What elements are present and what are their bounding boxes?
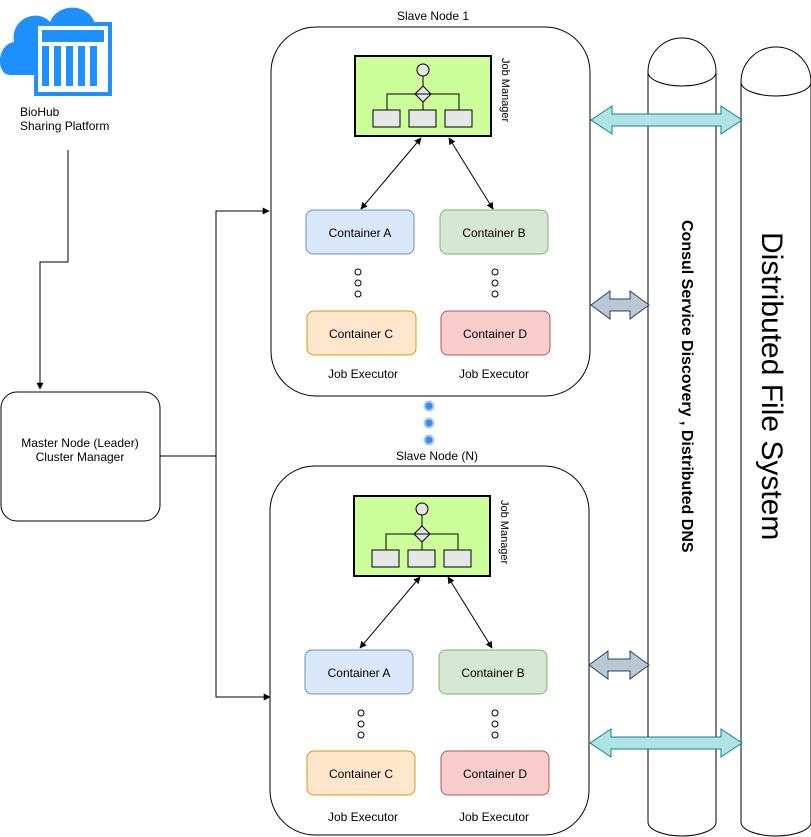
container-d-label: Container D (463, 327, 527, 341)
container-c-label: Container C (329, 767, 393, 781)
platform-name: BioHub (20, 105, 60, 119)
container-d-label: Container D (463, 767, 527, 781)
job-manager-icon (354, 55, 492, 137)
slave-node-n (269, 465, 590, 836)
manager-container-b-link (447, 576, 493, 649)
manager-container-b-link (448, 137, 494, 210)
container-d (440, 750, 550, 796)
container-a-label: Container A (328, 666, 391, 680)
consul-cylinder (647, 37, 717, 837)
job-executor-label: Job Executor (328, 367, 398, 381)
container-c (306, 750, 416, 796)
container-b-label: Container B (461, 666, 524, 680)
platform-to-master-connector (36, 150, 69, 390)
slaveN-consul-arrow (588, 650, 650, 680)
slaveN-dfs-arrow (589, 728, 743, 758)
platform-subtitle: Sharing Platform (20, 119, 109, 133)
slave1-consul-arrow (590, 290, 650, 320)
consul-label: Consul Service Discovery , Distributed D… (678, 220, 695, 553)
master-to-slave1-connector (160, 207, 270, 457)
manager-container-a-link (360, 137, 422, 210)
job-executor-label: Job Executor (459, 367, 529, 381)
job-manager-icon (353, 495, 491, 577)
container-a-label: Container A (329, 226, 392, 240)
master-node-title: Master Node (Leader) (21, 436, 138, 450)
master-node-subtitle: Cluster Manager (36, 450, 125, 464)
container-b (439, 209, 549, 255)
slave-node-n-title: Slave Node (N) (396, 449, 478, 463)
container-b (438, 649, 548, 695)
job-executor-label: Job Executor (459, 810, 529, 824)
slave1-dfs-arrow (590, 105, 743, 135)
slave-node-1 (270, 26, 591, 397)
container-a (304, 649, 414, 695)
ellipsis-dots (354, 268, 499, 298)
slave-node-1-title: Slave Node 1 (397, 9, 469, 23)
container-b-label: Container B (462, 226, 525, 240)
container-c (306, 310, 417, 356)
job-executor-label: Job Executor (328, 810, 398, 824)
master-to-slaveN-connector (215, 456, 271, 701)
ellipsis-dots (357, 709, 499, 739)
manager-container-a-link (359, 576, 421, 649)
dfs-label: Distributed File System (755, 232, 788, 540)
container-c-label: Container C (329, 327, 393, 341)
container-a (305, 209, 415, 255)
container-d (440, 310, 551, 356)
master-node (0, 391, 161, 522)
dfs-cylinder (740, 46, 811, 837)
cloud-container-icon (0, 7, 112, 96)
job-manager-label: Job Manager (499, 58, 511, 123)
job-manager-label: Job Manager (498, 500, 510, 565)
blue-ellipsis-dots (423, 400, 435, 446)
